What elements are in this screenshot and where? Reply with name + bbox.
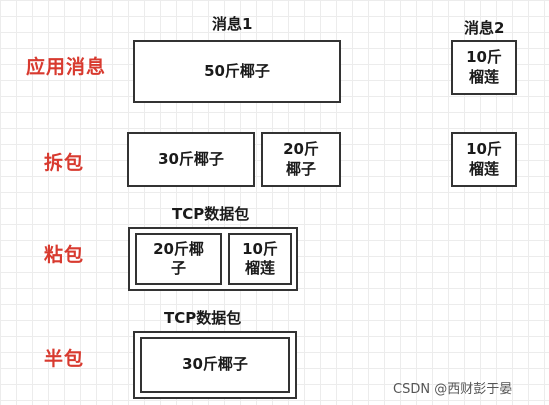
row-label-half-packet: 半包 bbox=[44, 348, 85, 370]
split-part2-line1: 20斤 bbox=[283, 140, 319, 158]
csdn-watermark: CSDN @西财彭于晏 bbox=[393, 382, 513, 397]
split-part2-box: 20斤 椰子 bbox=[261, 132, 341, 187]
sticky-part1-box: 20斤椰 子 bbox=[135, 233, 222, 285]
sticky-part1-line2: 子 bbox=[170, 259, 186, 277]
caption-tcp-packet-sticky: TCP数据包 bbox=[172, 205, 250, 223]
caption-tcp-packet-half: TCP数据包 bbox=[164, 309, 242, 327]
split-part2-line2: 椰子 bbox=[285, 159, 316, 178]
split-message2-line1: 10斤 bbox=[466, 140, 502, 158]
split-message2-line2: 榴莲 bbox=[468, 159, 499, 178]
app-message2-line1: 10斤 bbox=[466, 48, 502, 66]
caption-message1: 消息1 bbox=[212, 15, 253, 33]
app-message2-line2: 榴莲 bbox=[468, 67, 499, 86]
split-part1-text: 30斤椰子 bbox=[158, 149, 224, 168]
app-message2-box: 10斤 榴莲 bbox=[451, 40, 517, 95]
app-message1-box: 50斤椰子 bbox=[133, 40, 341, 103]
caption-message2: 消息2 bbox=[464, 19, 505, 37]
sticky-part1-line1: 20斤椰 bbox=[153, 239, 204, 258]
sticky-part2-box: 10斤 榴莲 bbox=[228, 233, 292, 285]
sticky-part2-line2: 榴莲 bbox=[244, 259, 275, 277]
half-part-text: 30斤椰子 bbox=[182, 355, 248, 374]
app-message1-text: 50斤椰子 bbox=[204, 61, 270, 80]
row-label-split-packet: 拆包 bbox=[44, 152, 85, 174]
row-label-app-message: 应用消息 bbox=[26, 56, 107, 78]
sticky-part2-line1: 10斤 bbox=[242, 239, 278, 258]
row-label-sticky-packet: 粘包 bbox=[44, 244, 85, 266]
half-part-box: 30斤椰子 bbox=[140, 337, 290, 393]
split-part1-box: 30斤椰子 bbox=[127, 132, 255, 187]
split-message2-box: 10斤 榴莲 bbox=[451, 132, 517, 187]
